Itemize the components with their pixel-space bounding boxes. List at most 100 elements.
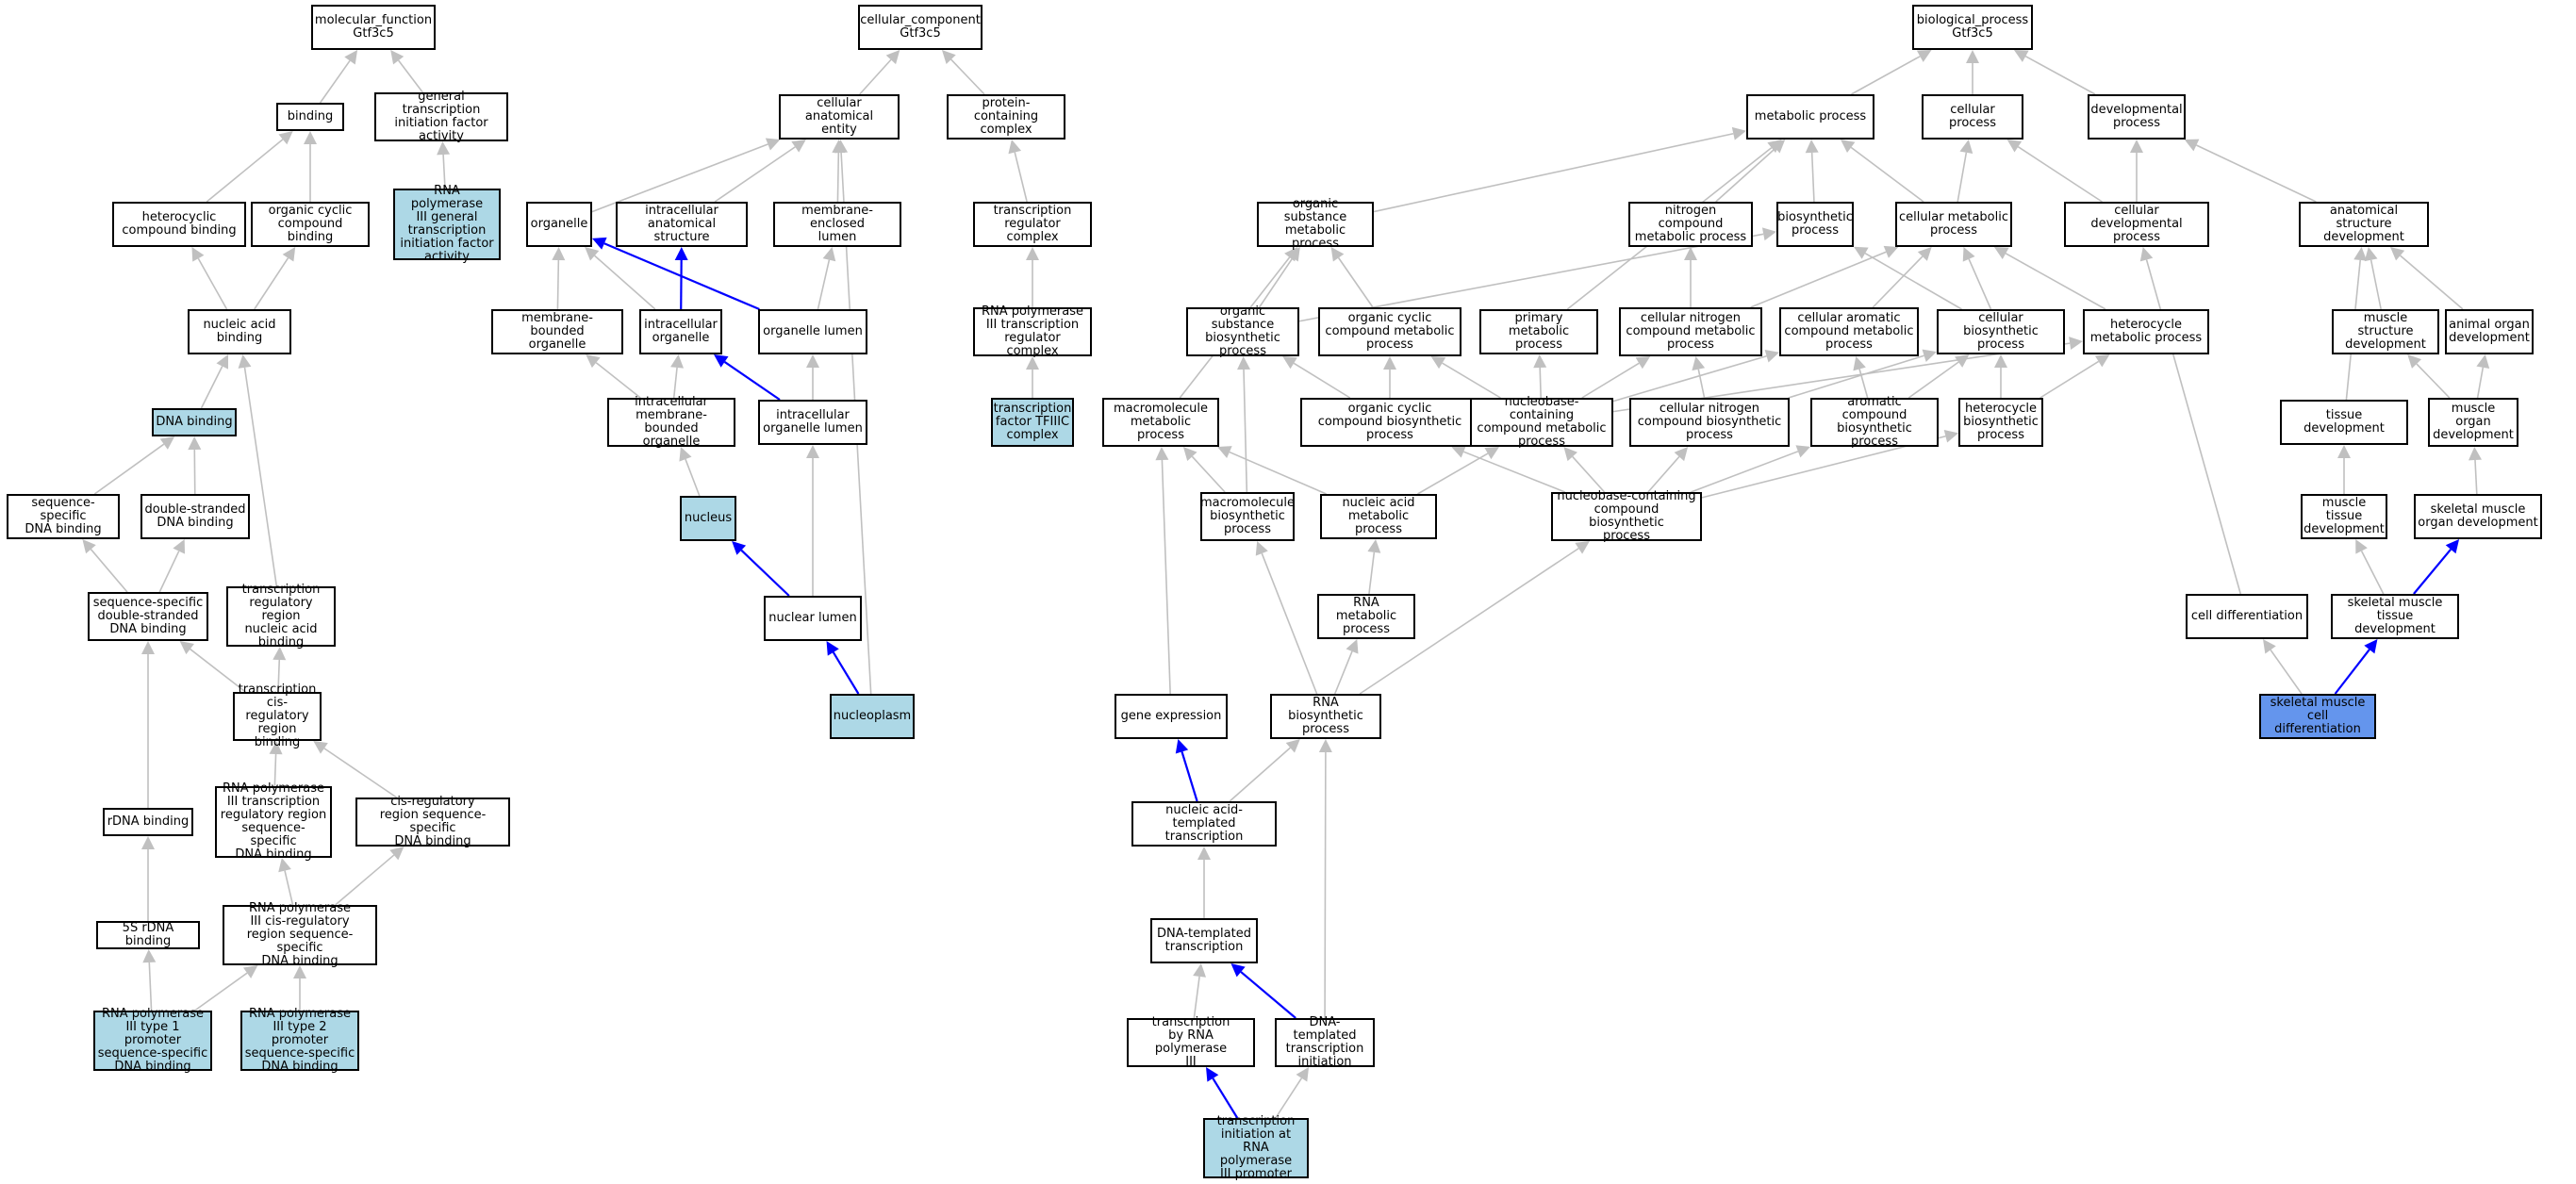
term-node-cbp[interactable]: cellular biosynthetic process [1937,309,2065,354]
term-node-mmp[interactable]: macromolecule metabolic process [1102,398,1219,447]
term-node-ncmp[interactable]: nitrogen compound metabolic process [1628,202,1753,247]
term-node-cmp[interactable]: cellular metabolic process [1895,202,2012,247]
term-node-dna-bind[interactable]: DNA binding [152,408,237,436]
term-node-nbcbp[interactable]: nucleobase-containing compound biosynthe… [1551,490,1702,543]
term-node-dp[interactable]: developmental process [2088,94,2186,140]
term-node-binding[interactable]: binding [276,103,344,131]
term-node-dt[interactable]: DNA-templated transcription [1150,918,1258,963]
term-node-tr-reg-na-bind[interactable]: transcription regulatory region nucleic … [226,584,336,650]
term-node-rnapol3-cr-bind[interactable]: RNA polymerase III cis-regulatory region… [223,902,377,968]
term-node-nucleoplasm[interactable]: nucleoplasm [830,694,915,739]
term-node-cc-root[interactable]: cellular_component Gtf3c5 [858,5,983,50]
term-node-mtd[interactable]: muscle tissue development [2301,494,2387,539]
term-node-ge[interactable]: gene expression [1115,694,1228,739]
term-node-msd[interactable]: muscle structure development [2332,309,2439,354]
term-node-asd[interactable]: anatomical structure development [2299,202,2429,247]
term-node-cncmp[interactable]: cellular nitrogen compound metabolic pro… [1619,307,1762,356]
edge-nat-to-ge [1181,751,1198,802]
term-node-mp[interactable]: metabolic process [1746,94,1874,140]
arrowhead-iol-to-io [714,354,729,368]
term-node-smcd[interactable]: skeletal muscle cell differentiation [2259,694,2376,739]
edge-io-to-organelle [594,255,656,310]
term-node-na-bind[interactable]: nucleic acid binding [188,309,291,354]
term-node-organelle[interactable]: organelle [526,202,592,247]
term-node-io[interactable]: intracellular organelle [639,309,722,354]
term-node-imbo[interactable]: intracellular membrane-bounded organelle [607,396,735,449]
edge-cacmp-to-cmp [1872,255,1924,308]
term-node-bp-root[interactable]: biological_process Gtf3c5 [1912,5,2033,50]
term-node-ol[interactable]: organelle lumen [758,309,867,354]
term-node-pmp[interactable]: primary metabolic process [1479,309,1598,354]
term-node-osmp[interactable]: organic substance metabolic process [1257,198,1374,251]
term-node-cp[interactable]: cellular process [1922,94,2023,140]
term-node-trp3[interactable]: transcription by RNA polymerase III [1127,1016,1255,1069]
term-node-namp[interactable]: nucleic acid metabolic process [1320,494,1437,539]
arrowhead-cbp-to-bsp [1854,246,1869,259]
term-node-rnapol3-gtifa[interactable]: RNA polymerase III general transcription… [393,185,501,264]
arrowhead-mbo-to-organelle [552,247,566,261]
arrowhead-nbcbp-to-occbp [1451,445,1466,458]
term-node-nbcmp[interactable]: nucleobase-containing compound metabolic… [1470,396,1613,449]
term-node-ias[interactable]: intracellular anatomical structure [616,202,748,247]
term-node-mel[interactable]: membrane-enclosed lumen [773,202,901,247]
term-node-ss-dna-bind[interactable]: sequence-specific DNA binding [7,494,120,539]
term-node-occbp[interactable]: organic cyclic compound biosynthetic pro… [1300,398,1479,447]
term-node-cacmp[interactable]: cellular aromatic compound metabolic pro… [1779,307,1919,356]
term-node-tip3[interactable]: transcription initiation at RNA polymera… [1203,1115,1309,1181]
term-node-cdp[interactable]: cellular developmental process [2064,202,2209,247]
arrowhead-namp-to-nbcmp [1484,447,1500,460]
term-node-osbp[interactable]: organic substance biosynthetic process [1186,305,1299,358]
term-node-type2-prom[interactable]: RNA polymerase III type 2 promoter seque… [240,1008,359,1074]
term-node-s5-rdna-bind[interactable]: 5S rDNA binding [96,921,200,949]
term-node-cncbp[interactable]: cellular nitrogen compound biosynthetic … [1629,398,1790,447]
term-node-iol[interactable]: intracellular organelle lumen [758,400,867,445]
term-node-tcr-bind[interactable]: transcription cis-regulatory region bind… [233,683,322,749]
term-node-acbp[interactable]: aromatic compound biosynthetic process [1810,396,1939,449]
term-node-mbo[interactable]: membrane-bounded organelle [491,309,623,354]
edge-ss_dna_bind-to-dna_bind [93,443,165,495]
term-node-mbp[interactable]: macromolecule biosynthetic process [1200,492,1295,541]
edge-smcd-to-smtd [2334,649,2370,695]
term-node-nucleus[interactable]: nucleus [680,496,736,541]
term-node-cdiff[interactable]: cell differentiation [2186,594,2308,639]
term-node-mod[interactable]: muscle organ development [2428,398,2518,447]
term-node-orgcyc-bind[interactable]: organic cyclic compound binding [251,202,370,247]
term-node-ds-dna-bind[interactable]: double-stranded DNA binding [140,494,250,539]
term-node-nl[interactable]: nuclear lumen [764,596,862,641]
term-node-dti[interactable]: DNA-templated transcription initiation [1275,1016,1375,1069]
term-node-type1-prom[interactable]: RNA polymerase III type 1 promoter seque… [93,1008,212,1074]
term-node-bsp[interactable]: biosynthetic process [1776,202,1854,247]
term-node-rdna-bind[interactable]: rDNA binding [103,808,193,836]
arrowhead-hbp-to-cbp [1994,354,2007,368]
arrowhead-bsp-to-mp [1805,140,1819,154]
term-node-pcc[interactable]: protein-containing complex [947,94,1065,140]
arrowhead-rnapol3_trr_bind-to-tcr_bind [269,741,283,755]
arrowhead-rbp-to-rmp [1346,639,1359,654]
arrowhead-na_bind-to-orgcyc_bind [282,247,296,262]
term-node-occmp[interactable]: organic cyclic compound metabolic proces… [1318,307,1461,356]
term-node-td[interactable]: tissue development [2280,400,2408,445]
term-node-rnapol3-trr-bind[interactable]: RNA polymerase III transcription regulat… [215,782,332,862]
term-node-ss-ds-dna-bind[interactable]: sequence-specific double-stranded DNA bi… [88,592,208,641]
term-node-cr-ss-bind[interactable]: cis-regulatory region sequence-specific … [355,796,510,848]
term-node-hmp[interactable]: heterocycle metabolic process [2083,309,2209,354]
term-node-hetcyc-bind[interactable]: heterocyclic compound binding [112,202,246,247]
term-node-hbp[interactable]: heterocycle biosynthetic process [1958,398,2043,447]
term-node-aod[interactable]: animal organ development [2445,309,2534,354]
term-node-smod[interactable]: skeletal muscle organ development [2414,494,2542,539]
term-node-mf-root[interactable]: molecular_function Gtf3c5 [311,5,436,50]
term-node-cae[interactable]: cellular anatomical entity [779,94,900,140]
term-node-nat[interactable]: nucleic acid-templated transcription [1131,801,1277,847]
term-node-tfiiic[interactable]: transcription factor TFIIIC complex [991,398,1074,447]
term-node-trc[interactable]: transcription regulator complex [973,202,1092,247]
term-node-rnapol3-trc[interactable]: RNA polymerase III transcription regulat… [973,305,1092,358]
arrowhead-trp3-to-dt [1193,963,1207,978]
arrowhead-ss_ds_dna_bind-to-ds_dna_bind [173,539,186,554]
term-node-rbp[interactable]: RNA biosynthetic process [1270,694,1381,739]
term-node-rmp[interactable]: RNA metabolic process [1317,594,1415,639]
term-node-gtifa[interactable]: general transcription initiation factor … [374,90,508,143]
arrowhead-ds_dna_bind-to-dna_bind [188,436,202,451]
term-node-smtd[interactable]: skeletal muscle tissue development [2331,594,2459,639]
arrowhead-imbo-to-io [670,354,685,369]
